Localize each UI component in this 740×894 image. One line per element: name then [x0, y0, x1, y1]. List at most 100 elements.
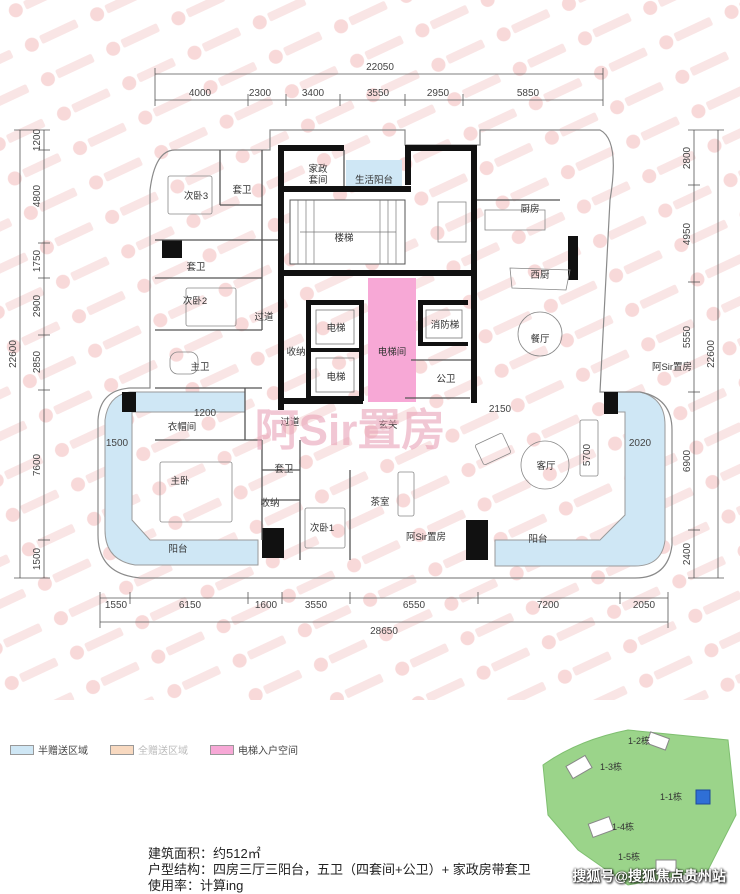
elevator-entry-space	[368, 278, 416, 402]
minimap-label-1-2: 1-2栋	[628, 735, 650, 746]
legend-label-half: 半赠送区域	[38, 746, 88, 757]
right-dim-1: 2800	[682, 146, 693, 169]
top-dim-5: 2950	[427, 88, 450, 99]
legend-item-half: 半赠送区域	[10, 742, 88, 757]
legend: 半赠送区域 全赠送区域 电梯入户空间	[10, 742, 298, 757]
inline-watermark-1: 阿Sir置房	[652, 361, 692, 373]
minimap-label-1-1: 1-1栋	[660, 791, 682, 802]
minimap-label-1-5: 1-5栋	[618, 851, 640, 862]
staircase	[289, 199, 406, 265]
right-dim-3: 5550	[682, 325, 693, 348]
room-elevator1: 电梯	[326, 322, 346, 334]
room-elevator2: 电梯	[326, 371, 346, 383]
furniture	[159, 175, 599, 549]
room-dining: 餐厅	[530, 333, 550, 345]
room-storage1: 收纳	[286, 346, 305, 358]
legend-swatch-half	[10, 744, 34, 755]
right-total-dim: 22600	[706, 340, 717, 368]
room-service-balcony: 生活阳台	[355, 174, 393, 186]
right-dim-5: 2400	[682, 542, 693, 565]
left-dim-7: 1500	[32, 547, 43, 570]
top-dimensions: 22050 4000 2300 3400 3550 2950 5850	[154, 62, 604, 106]
minimap-label-1-3: 1-3栋	[600, 761, 622, 772]
inner-dim-2020: 2020	[629, 438, 652, 449]
info-usage: 使用率：计算ing	[148, 878, 244, 893]
left-dim-3: 1750	[32, 249, 43, 272]
room-balcony-right: 阳台	[528, 533, 547, 545]
room-public-bath: 公卫	[436, 374, 456, 385]
left-dimensions: 1200 4800 1750 2900 2850 7600 1500 22600	[8, 128, 50, 579]
bottom-dim-4: 3550	[305, 600, 328, 611]
top-dim-3: 3400	[302, 88, 325, 99]
room-suite-bath: 套卫	[186, 261, 206, 273]
room-bedroom3: 次卧3	[184, 190, 208, 202]
legend-swatch-full	[110, 744, 134, 755]
unit-info: 建筑面积：约512㎡ 户型结构：四房三厅三阳台，五卫（四套间+公卫）+ 家政房带…	[148, 846, 531, 894]
room-living: 客厅	[536, 460, 556, 472]
left-total-dim: 22600	[8, 340, 19, 368]
minimap-label-1-4: 1-4栋	[612, 821, 634, 832]
left-dim-2: 4800	[32, 184, 43, 207]
inner-dim-1200: 1200	[194, 408, 217, 419]
left-dim-6: 7600	[32, 453, 43, 476]
legend-label-full: 全赠送区域	[138, 746, 188, 757]
room-master-bed: 主卧	[170, 475, 190, 487]
bottom-dim-5: 6550	[403, 600, 426, 611]
legend-item-elevator: 电梯入户空间	[210, 742, 298, 757]
room-guest-bath-top: 套卫	[232, 184, 252, 196]
room-storage2: 收纳	[260, 497, 279, 509]
right-dim-2: 4950	[682, 222, 693, 245]
bottom-dim-1: 1550	[105, 600, 128, 611]
room-bedroom1: 次卧1	[310, 522, 334, 534]
right-dim-4: 6900	[682, 449, 693, 472]
inner-dim-2150: 2150	[489, 404, 512, 415]
room-elevator-hall: 电梯间	[378, 346, 407, 358]
left-dim-5: 2850	[32, 350, 43, 373]
bottom-dim-7: 2050	[633, 600, 656, 611]
top-dim-2: 2300	[249, 88, 272, 99]
room-bedroom2: 次卧2	[183, 295, 207, 307]
unit-outline	[97, 129, 673, 579]
room-fire-elevator: 消防梯	[431, 319, 460, 331]
left-dim-4: 2900	[32, 294, 43, 317]
bottom-dim-3: 1600	[255, 600, 278, 611]
inner-dim-1500: 1500	[106, 438, 129, 449]
room-kitchen: 厨房	[520, 203, 539, 215]
source-credit: 搜狐号@搜狐焦点贵州站	[572, 868, 726, 884]
room-walk-in: 衣帽间	[168, 421, 197, 433]
bottom-dim-6: 7200	[537, 600, 560, 611]
top-total-dim: 22050	[366, 62, 394, 73]
room-stairs: 楼梯	[334, 232, 354, 244]
room-western-kitchen: 西厨	[530, 270, 550, 281]
inline-watermark-2: 阿Sir置房	[406, 531, 446, 543]
legend-item-full: 全赠送区域	[110, 742, 188, 757]
balcony-left-area	[104, 391, 259, 566]
balcony-right-area	[494, 391, 666, 567]
room-balcony-left: 阳台	[168, 543, 187, 555]
room-entrance: 玄关	[378, 419, 398, 431]
room-maid: 家政套间	[308, 163, 328, 186]
info-area: 建筑面积：约512㎡	[148, 846, 261, 861]
elevator-cars	[315, 309, 463, 393]
room-guest-bath-mid: 套卫	[274, 463, 294, 475]
inner-dim-5700: 5700	[582, 443, 593, 466]
service-balcony-area	[346, 160, 402, 188]
room-corridor2: 过道	[280, 416, 300, 428]
bottom-dimensions: 1550 6150 1600 3550 6550 7200 2050 28650	[99, 592, 669, 637]
top-dim-1: 4000	[189, 88, 212, 99]
site-minimap: 1-2栋 1-3栋 1-1栋 1-4栋 1-5栋	[542, 729, 737, 886]
room-master-bath: 主卫	[190, 361, 210, 373]
room-tea: 茶室	[370, 496, 389, 508]
walls	[122, 145, 618, 560]
bottom-total-dim: 28650	[370, 626, 398, 637]
right-dimensions: 2800 4950 5550 6900 2400 22600	[682, 129, 724, 579]
top-dim-6: 5850	[517, 88, 540, 99]
room-corridor1: 过道	[254, 311, 274, 323]
info-layout: 户型结构：四房三厅三阳台，五卫（四套间+公卫）+ 家政房带套卫	[148, 862, 531, 877]
interior-partitions	[155, 150, 560, 560]
legend-label-elevator: 电梯入户空间	[238, 746, 298, 757]
big-watermark: 阿Sir置房	[255, 406, 446, 455]
bottom-dim-2: 6150	[179, 600, 202, 611]
legend-swatch-elevator	[210, 744, 234, 755]
